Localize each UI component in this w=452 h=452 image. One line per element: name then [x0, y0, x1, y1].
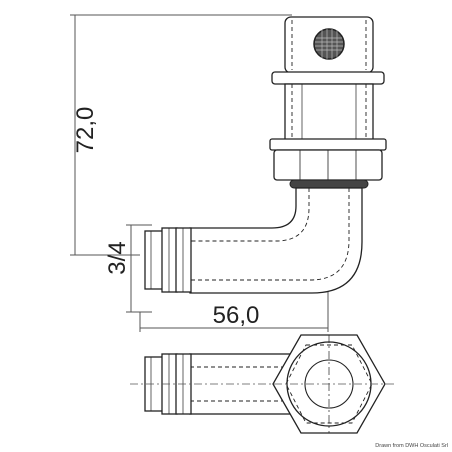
threaded-body [284, 83, 374, 141]
elbow-hose-tail [144, 187, 363, 294]
thread-dimension-label: 3/4 [104, 241, 131, 274]
width-dimension-label: 56,0 [213, 302, 260, 329]
o-ring [289, 179, 369, 189]
credit-note: Drawn from DWH Osculati Srl [375, 443, 448, 449]
height-dimension-label: 72,0 [72, 107, 99, 154]
dimension-lines [70, 14, 329, 332]
grille-icon [313, 28, 345, 60]
collar [271, 71, 385, 85]
nut [269, 138, 387, 181]
